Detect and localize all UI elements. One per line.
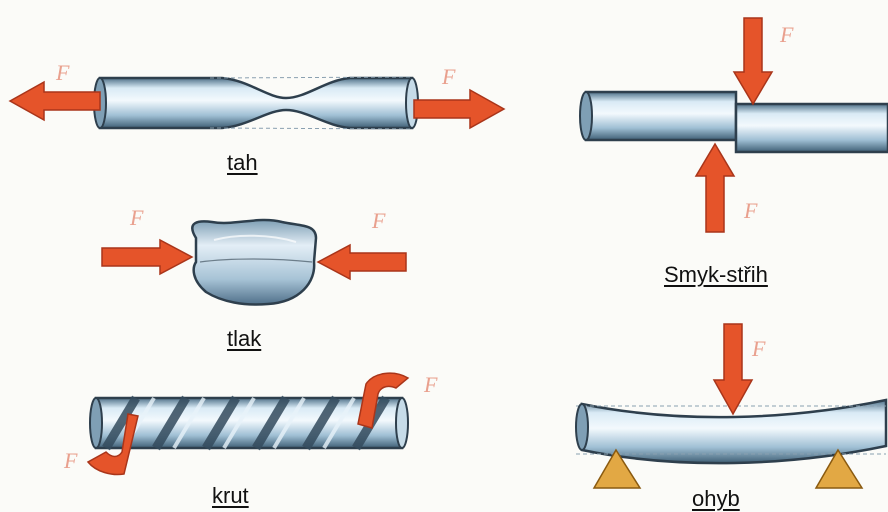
force-label-shear-top: F xyxy=(780,22,793,48)
force-label-compression-left: F xyxy=(130,205,143,231)
caption-smyk-strih: Smyk-střih xyxy=(664,262,768,288)
shear-arrow-bottom xyxy=(696,144,734,232)
tension-arrow-right xyxy=(414,90,504,128)
shear-arrow-top xyxy=(734,18,772,104)
bending-arrow xyxy=(714,324,752,414)
bending-group xyxy=(576,324,886,488)
compression-arrow-left xyxy=(102,240,192,274)
force-label-torsion-left: F xyxy=(64,448,77,474)
force-label-compression-right: F xyxy=(372,208,385,234)
tension-arrow-left xyxy=(10,82,100,120)
torsion-group xyxy=(88,373,408,474)
force-label-shear-bottom: F xyxy=(744,198,757,224)
force-label-torsion-right: F xyxy=(424,372,437,398)
caption-ohyb: ohyb xyxy=(692,486,740,512)
shear-rod-right xyxy=(736,104,888,152)
caption-tah: tah xyxy=(227,150,258,176)
tension-group xyxy=(10,77,504,129)
tension-rod xyxy=(100,78,412,128)
compression-body xyxy=(192,220,316,304)
caption-tlak: tlak xyxy=(227,326,261,352)
compression-arrow-right xyxy=(318,245,406,279)
force-label-bending: F xyxy=(752,336,765,362)
compression-group xyxy=(102,220,406,304)
shear-group xyxy=(580,18,888,232)
force-label-tension-left: F xyxy=(56,60,69,86)
force-label-tension-right: F xyxy=(442,64,455,90)
caption-krut: krut xyxy=(212,483,249,509)
shear-rod-left xyxy=(586,92,736,140)
